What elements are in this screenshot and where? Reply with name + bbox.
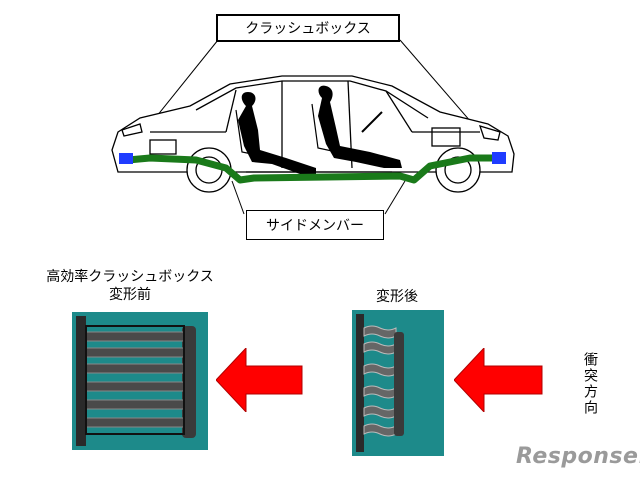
crash-box-after-image: [352, 310, 444, 456]
before-deformation-photo: [72, 312, 208, 450]
rear-crash-box: [119, 153, 133, 164]
front-occupant: [318, 85, 402, 168]
after-deformation-photo: [352, 310, 444, 456]
side-member-label: サイドメンバー: [266, 218, 364, 234]
bottom-leader-line-left: [231, 180, 245, 215]
car-diagram: [111, 39, 515, 215]
before-caption-line1: 高効率クラッシュボックス: [46, 269, 214, 285]
crash-box-label: クラッシュボックス: [245, 21, 371, 37]
watermark: Response.: [516, 444, 640, 469]
after-caption-label: 変形後: [376, 289, 418, 305]
watermark-text: Response.: [516, 444, 640, 469]
arrow-to-after: [454, 348, 543, 412]
crash-box-callout: クラッシュボックス: [216, 14, 400, 42]
side-member-beam: [127, 154, 497, 184]
front-crash-box: [492, 152, 506, 164]
impact-direction-text: 衝突方向: [582, 352, 598, 416]
side-member-callout: サイドメンバー: [246, 210, 384, 240]
after-caption: 変形後: [352, 288, 442, 306]
bottom-leader-line-right: [384, 180, 406, 215]
seats: [235, 103, 347, 159]
impact-direction-label: 衝突方向: [580, 352, 600, 416]
before-caption-line2: 変形前: [109, 287, 151, 303]
arrow-to-before: [216, 348, 303, 412]
before-caption: 高効率クラッシュボックス 変形前: [20, 268, 240, 304]
crash-box-before-image: [72, 312, 208, 450]
